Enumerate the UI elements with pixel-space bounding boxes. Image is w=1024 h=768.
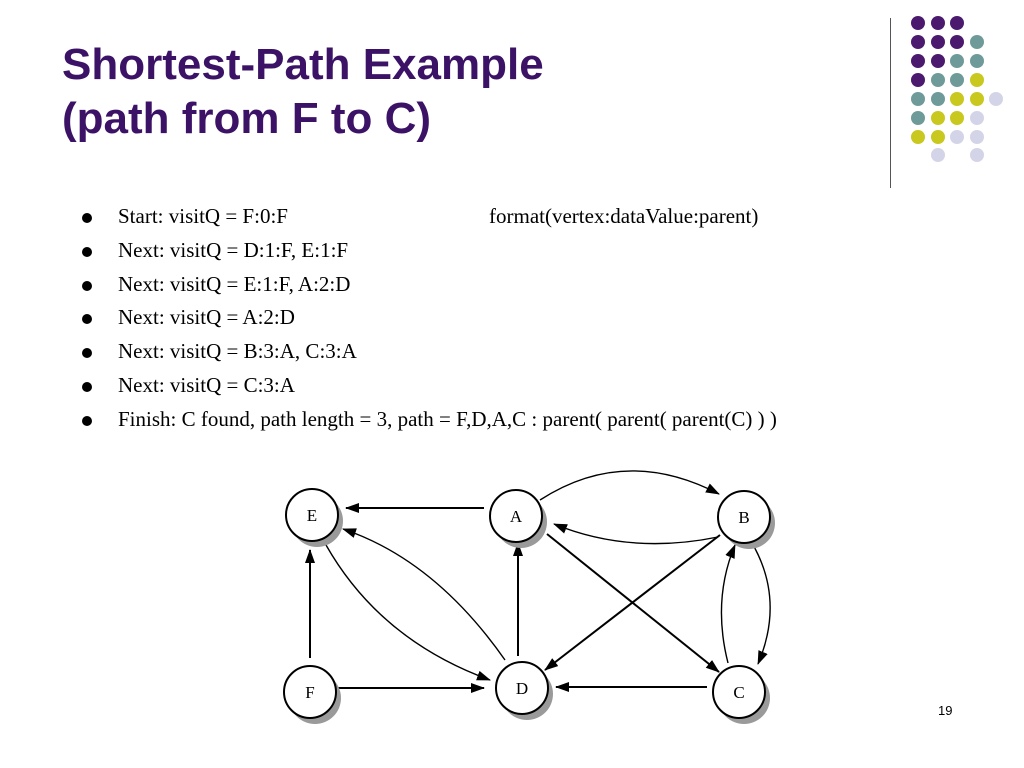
node-e: E [285, 488, 343, 547]
node-c: C [712, 665, 770, 724]
slide-title: Shortest-Path Example (path from F to C) [62, 38, 544, 146]
node-label: E [307, 506, 317, 525]
bullet-text: Next: visitQ = B:3:A, C:3:A [118, 339, 357, 364]
bullet-dot [82, 280, 92, 291]
node-circle [283, 665, 337, 719]
format-note: format(vertex:dataValue:parent) [489, 204, 759, 228]
node-circle [712, 665, 766, 719]
bullet-dot [82, 348, 92, 359]
edge-b-to-a [553, 523, 719, 545]
bullet-dot [82, 314, 92, 325]
bullet-item: Next: visitQ = E:1:F, A:2:D [82, 268, 982, 302]
edge-b-to-c [751, 542, 771, 665]
node-circle [489, 489, 543, 543]
edge-e-to-d [325, 544, 491, 681]
title-line-1: Shortest-Path Example [62, 40, 544, 89]
node-label: A [510, 507, 523, 526]
node-circle [495, 661, 549, 715]
bullet-text: Next: visitQ = A:2:D [118, 305, 295, 330]
title-divider-line [890, 18, 891, 188]
node-f: F [283, 665, 341, 724]
bullet-item: Next: visitQ = C:3:A [82, 369, 982, 403]
edge-d-to-e [342, 528, 506, 661]
node-label: B [738, 508, 749, 527]
edge-a-to-b [539, 470, 720, 501]
node-label: D [516, 679, 528, 698]
bullet-item: Start: visitQ = F:0:F format(vertex:dataV… [82, 200, 982, 234]
bullet-item: Next: visitQ = D:1:F, E:1:F [82, 234, 982, 268]
edge-c-to-b [720, 544, 736, 664]
node-circle [285, 488, 339, 542]
node-circle [717, 490, 771, 544]
bullet-dot [82, 381, 92, 392]
bullet-dot [82, 246, 92, 257]
bullet-text: Finish: C found, path length = 3, path =… [118, 406, 777, 431]
bullet-text: Next: visitQ = E:1:F, A:2:D [118, 271, 351, 296]
bullet-item: Finish: C found, path length = 3, path =… [82, 403, 982, 437]
bullet-dot [82, 415, 92, 426]
bullet-list: Start: visitQ = F:0:F format(vertex:dataV… [82, 200, 982, 437]
bullet-item: Next: visitQ = B:3:A, C:3:A [82, 335, 982, 369]
bullet-text: Next: visitQ = C:3:A [118, 372, 295, 397]
edge-b-to-d [544, 534, 721, 671]
node-label: F [305, 683, 314, 702]
node-label: C [733, 683, 744, 702]
node-d: D [495, 661, 553, 720]
bullet-item: Next: visitQ = A:2:D [82, 301, 982, 335]
bullet-text: Start: visitQ = F:0:F [118, 204, 288, 228]
bullet-text: Next: visitQ = D:1:F, E:1:F [118, 237, 349, 262]
bullet-dot [82, 213, 92, 223]
page-number: 19 [938, 703, 953, 718]
node-a: A [489, 489, 547, 548]
title-line-2: (path from F to C) [62, 94, 432, 143]
node-b: B [717, 490, 775, 549]
